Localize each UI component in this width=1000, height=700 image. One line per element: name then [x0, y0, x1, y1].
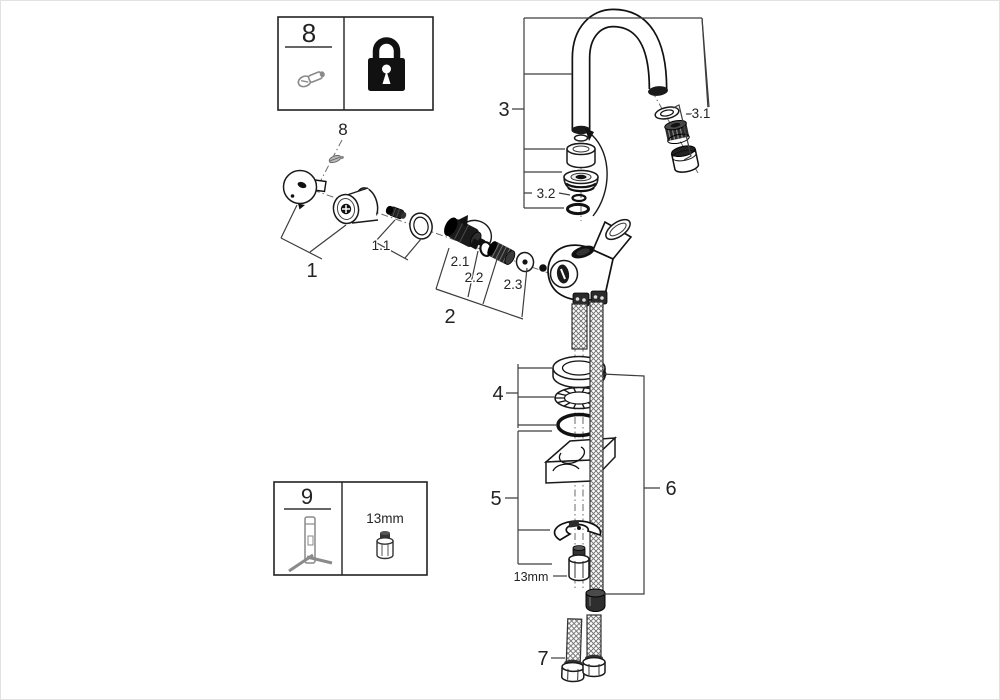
part-label-2-2: 2.2 — [465, 270, 484, 285]
legend-8-number: 8 — [302, 18, 316, 48]
part-2-group: 2.1 2.2 2.3 2 — [435, 215, 547, 329]
part-label-1-1: 1.1 — [372, 238, 391, 253]
legend-9-size-label: 13mm — [366, 511, 404, 526]
mounting-nut — [568, 545, 590, 582]
washer — [515, 251, 535, 273]
part-label-2: 2 — [444, 306, 455, 328]
swivel-collar — [563, 169, 599, 193]
bracket-4: 4 — [491, 364, 557, 428]
legend-9-number: 9 — [301, 484, 313, 509]
mounting-sleeve — [566, 142, 596, 169]
hose-right — [582, 614, 606, 678]
legend-box-9: 9 13mm — [273, 481, 428, 576]
bracket-1: 1 — [280, 204, 347, 283]
bracket-5: 5 — [489, 430, 552, 565]
handle-screw — [385, 205, 407, 220]
aerator-insert — [664, 119, 690, 145]
part-label-4: 4 — [492, 383, 503, 405]
hose-stub-left — [571, 303, 588, 350]
part-3-1-group: 3.1 — [654, 17, 712, 173]
part-label-2-3: 2.3 — [504, 277, 523, 292]
part-label-3-1: 3.1 — [692, 106, 711, 121]
legend-box-8: 8 — [277, 16, 434, 111]
part-label-5: 5 — [490, 488, 501, 510]
part-6-group: 6 — [601, 373, 678, 595]
part-label-1: 1 — [306, 260, 317, 282]
part-label-7: 7 — [537, 648, 548, 670]
part-label-2-1: 2.1 — [451, 254, 470, 269]
faucet-body — [547, 218, 633, 350]
part-1-1-group: 1.1 — [370, 205, 433, 261]
part-7-group: 7 — [536, 614, 606, 683]
part-8-group: 8 — [328, 119, 349, 163]
retaining-ring — [409, 212, 433, 240]
part-label-6: 6 — [665, 478, 676, 500]
part-label-3: 3 — [498, 99, 509, 121]
stud-foot — [585, 588, 606, 612]
aerator-washer — [654, 106, 680, 120]
cartridge-nut — [469, 238, 481, 250]
hose-left — [561, 618, 585, 683]
mounting-block — [543, 436, 618, 484]
handle-cap — [282, 169, 327, 210]
bracket-1-1: 1.1 — [370, 219, 422, 261]
check-ball — [539, 264, 547, 272]
hex-nut-icon — [376, 531, 394, 560]
part-label-3-2: 3.2 — [537, 186, 556, 201]
nut-size-label: 13mm — [514, 570, 549, 584]
hose-fittings — [572, 290, 608, 307]
cartridge-port — [549, 259, 579, 289]
bracket-2: 2.1 2.2 2.3 2 — [435, 247, 528, 329]
socket-wrench-icon — [288, 516, 333, 573]
part-3-group: 3 3.2 — [497, 8, 710, 217]
part-5-group-lower: 5 13mm — [489, 430, 602, 585]
part-1-group: 1 — [280, 169, 379, 283]
horseshoe-washer — [553, 520, 602, 541]
oring-small — [571, 193, 587, 203]
spout-base-parts — [563, 125, 608, 217]
threaded-stud — [589, 301, 604, 595]
part-5-group — [543, 436, 618, 484]
rotation-arrow — [458, 215, 493, 247]
grease-fitting-screw-icon — [297, 71, 325, 88]
nut-size-callout: 13mm — [512, 569, 567, 585]
padlock-icon — [368, 37, 405, 91]
part-label-8: 8 — [338, 120, 347, 139]
threaded-bushing — [487, 241, 516, 265]
body-top-hole-inner — [576, 248, 590, 256]
bracket-3-1: 3.1 — [672, 17, 712, 161]
swivel-arrow — [585, 128, 608, 217]
oring-large — [566, 202, 590, 216]
grease-screw-part — [328, 155, 344, 163]
handle-knob — [332, 187, 379, 225]
